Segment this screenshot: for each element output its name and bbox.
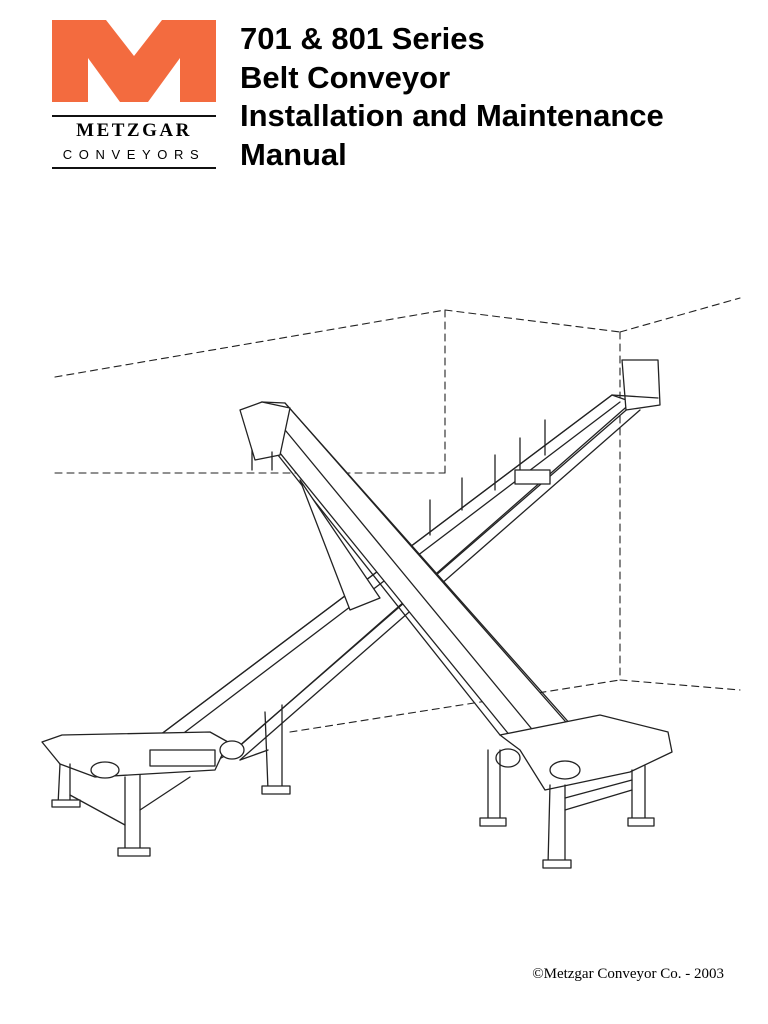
conveyor-illustration [41,297,741,869]
document-title: 701 & 801 Series Belt Conveyor Installat… [240,20,664,174]
title-line-2: Belt Conveyor [240,59,451,95]
logo-subtitle: CONVEYORS [62,147,206,162]
decline-conveyor-right-to-left [239,401,673,869]
company-logo: METZGAR CONVEYORS [52,20,216,172]
title-line-1: 701 & 801 Series [240,21,485,56]
metzgar-m-logo [52,20,216,102]
logo-top-rule [52,115,216,117]
room-walls [54,297,741,733]
title-line-3: Installation and Maintenance [240,98,664,133]
copyright-symbol: © [532,966,544,982]
copyright-notice: ©Metzgar Conveyor Co. - 2003 [532,966,724,983]
incline-conveyor-left-to-right [41,359,661,857]
title-line-4: Manual [240,136,347,172]
copyright-text: Metzgar Conveyor Co. - 2003 [543,966,724,982]
logo-brand-name: METZGAR [76,120,192,141]
logo-bottom-rule [52,167,216,169]
